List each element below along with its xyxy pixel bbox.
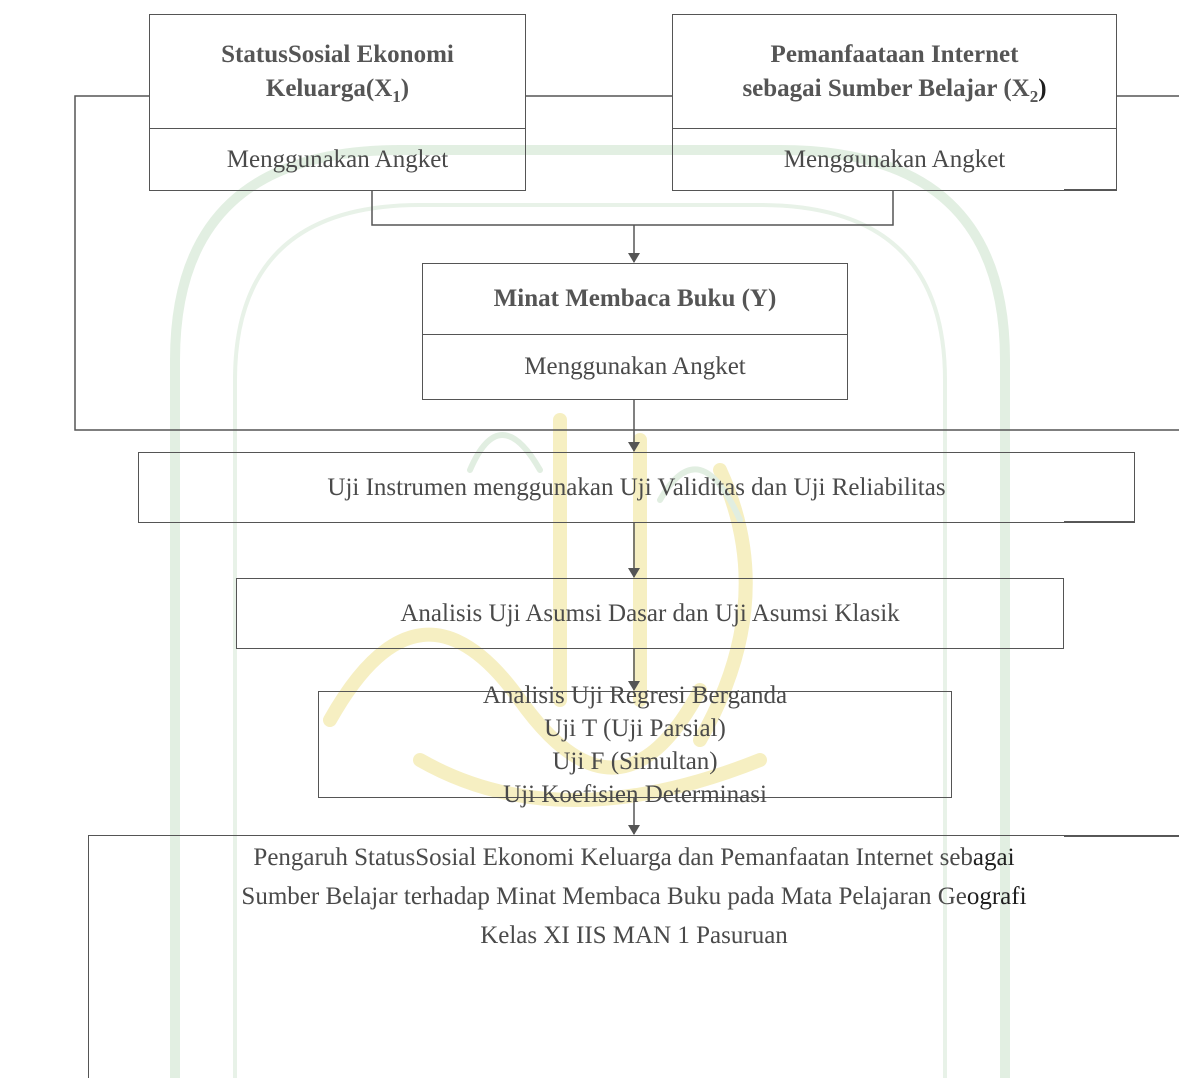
analysis-line-regression: Analisis Uji Regresi Berganda: [482, 681, 788, 709]
x1-variable-box: StatusSosial Ekonomi Keluarga(X1) Menggu…: [149, 14, 526, 191]
x2-variable-box: Pemanfaataan Internet sebagai Sumber Bel…: [672, 14, 1117, 191]
x1-title-line1: StatusSosial Ekonomi: [221, 40, 454, 68]
x2-title: Pemanfaataan Internet sebagai Sumber Bel…: [673, 15, 1116, 128]
analysis-line-t-test: Uji T (Uji Parsial): [544, 714, 726, 742]
instrument-test-box: Uji Instrumen menggunakan Uji Validitas …: [138, 452, 1135, 523]
y-title: Minat Membaca Buku (Y): [493, 285, 777, 312]
merge-bracket: [371, 190, 894, 226]
analysis-line-determination: Uji Koefisien Determinasi: [503, 780, 767, 808]
result-line3: Kelas XI IIS MAN 1 Pasuruan: [480, 922, 788, 949]
x2-title-line1: Pemanfaataan Internet: [770, 40, 1019, 68]
analysis-line-f-test: Uji F (Simultan): [552, 747, 718, 775]
analysis-box: Analisis Uji Regresi Berganda Uji T (Uji…: [318, 682, 952, 808]
x2-title-line2: sebagai Sumber Belajar (X2): [742, 74, 1047, 106]
x1-title-line2: Keluarga(X1): [265, 74, 410, 106]
x2-method: Menggunakan Angket: [673, 128, 1116, 190]
y-method: Menggunakan Angket: [423, 334, 847, 399]
y-variable-box: Minat Membaca Buku (Y) Menggunakan Angke…: [422, 263, 848, 400]
x1-title: StatusSosial Ekonomi Keluarga(X1): [150, 15, 525, 128]
left-bracket-line: [74, 95, 1179, 431]
result-box: Pengaruh StatusSosial Ekonomi Keluarga d…: [88, 835, 1179, 1078]
x1-method: Menggunakan Angket: [150, 128, 525, 190]
result-line2: Sumber Belajar terhadap Minat Membaca Bu…: [241, 883, 1027, 910]
assumption-test-box: Analisis Uji Asumsi Dasar dan Uji Asumsi…: [236, 578, 1064, 649]
result-line1: Pengaruh StatusSosial Ekonomi Keluarga d…: [253, 844, 1015, 871]
